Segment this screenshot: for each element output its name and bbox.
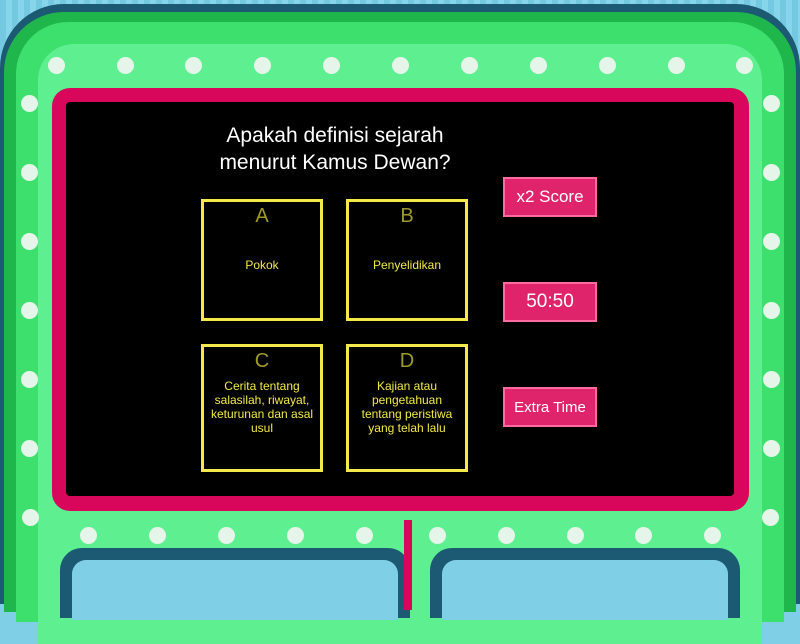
light-bulb: [21, 95, 38, 112]
light-bulb: [461, 57, 478, 74]
stand-cutout-right-inner: [442, 560, 728, 620]
answer-b-letter: B: [400, 205, 414, 227]
light-bulb: [704, 527, 721, 544]
light-bulb: [763, 164, 780, 181]
answer-d[interactable]: D Kajian atau pengetahuan tentang perist…: [346, 344, 468, 472]
light-bulb: [21, 371, 38, 388]
light-bulb: [287, 527, 304, 544]
light-bulb: [356, 527, 373, 544]
light-bulb: [21, 233, 38, 250]
light-bulb: [498, 527, 515, 544]
light-bulb: [323, 57, 340, 74]
light-bulb: [21, 440, 38, 457]
fifty-fifty-button[interactable]: 50:50: [503, 282, 597, 322]
extra-time-button[interactable]: Extra Time: [503, 387, 597, 427]
light-bulb: [117, 57, 134, 74]
answer-a-text: Pokok: [245, 258, 279, 272]
light-bulb: [21, 164, 38, 181]
light-bulb: [392, 57, 409, 74]
question-line-2: menurut Kamus Dewan?: [219, 151, 451, 174]
light-bulb: [254, 57, 271, 74]
light-bulb: [763, 371, 780, 388]
light-bulb: [429, 527, 446, 544]
answer-d-text: Kajian atau pengetahuan tentang peristiw…: [361, 379, 453, 435]
double-score-button[interactable]: x2 Score: [503, 177, 597, 217]
answer-a-letter: A: [255, 205, 269, 227]
light-bulb: [763, 233, 780, 250]
question-text: Apakah definisi sejarah menurut Kamus De…: [180, 122, 490, 176]
light-bulb: [80, 527, 97, 544]
light-bulb: [530, 57, 547, 74]
light-bulb: [635, 527, 652, 544]
light-bulb: [567, 527, 584, 544]
answer-d-letter: D: [399, 350, 415, 372]
light-bulb: [22, 509, 39, 526]
question-line-1: Apakah definisi sejarah: [226, 124, 444, 147]
answer-b[interactable]: B Penyelidikan: [346, 199, 468, 321]
stand-cutout-left-inner: [72, 560, 398, 620]
light-bulb: [736, 57, 753, 74]
light-bulb: [21, 302, 38, 319]
answer-c-text: Cerita tentang salasilah, riwayat, ketur…: [210, 379, 314, 435]
light-bulb: [763, 440, 780, 457]
answer-a[interactable]: A Pokok: [201, 199, 323, 321]
light-bulb: [149, 527, 166, 544]
light-bulb: [48, 57, 65, 74]
light-bulb: [218, 527, 235, 544]
stand-stem: [404, 520, 412, 610]
light-bulb: [762, 509, 779, 526]
answer-c[interactable]: C Cerita tentang salasilah, riwayat, ket…: [201, 344, 323, 472]
question-board: [66, 102, 734, 496]
answer-c-letter: C: [254, 350, 270, 372]
light-bulb: [763, 95, 780, 112]
light-bulb: [668, 57, 685, 74]
light-bulb: [185, 57, 202, 74]
light-bulb: [599, 57, 616, 74]
light-bulb: [763, 302, 780, 319]
answer-b-text: Penyelidikan: [372, 258, 442, 272]
